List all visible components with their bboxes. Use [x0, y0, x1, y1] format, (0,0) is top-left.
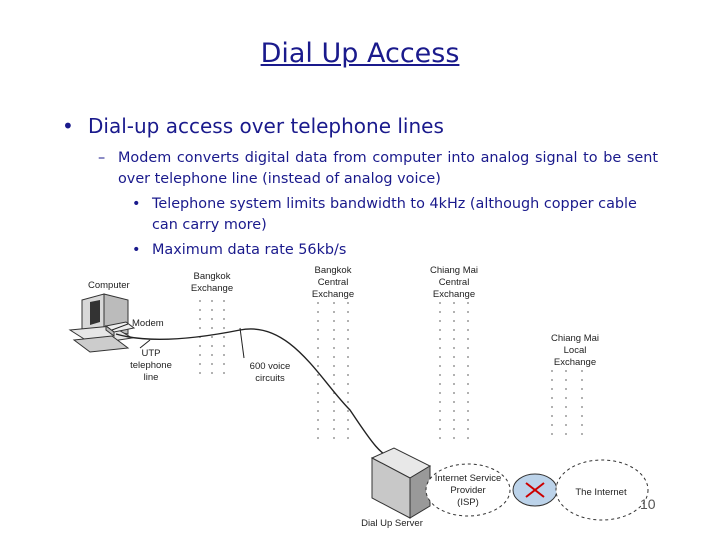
bangkok-exchange-label-1: Bangkok: [194, 271, 231, 282]
chiangmai-local-label-2: Local: [564, 345, 587, 356]
bangkok-central-label-1: Bangkok: [315, 265, 352, 276]
internet-label: The Internet: [575, 487, 627, 498]
isp-label-1: Internet Service: [435, 473, 502, 484]
bangkok-exchange-label-2: Exchange: [191, 283, 233, 294]
voice-circuits-label-1: 600 voice: [250, 361, 291, 372]
bangkok-central-label-2: Central: [318, 277, 349, 288]
page-number: 10: [640, 496, 656, 512]
utp-label-2: telephone: [130, 360, 172, 371]
dialup-server-icon: [370, 447, 432, 519]
dialup-server-label: Dial Up Server: [361, 518, 423, 529]
sub-sub-bullet-text: Maximum data rate 56kb/s: [152, 242, 347, 258]
sub-bullet-text: Modem converts digital data from compute…: [118, 150, 658, 187]
isp-label-2: Provider: [450, 485, 485, 496]
chiangmai-local-label-3: Exchange: [554, 357, 596, 368]
utp-label-3: line: [144, 372, 159, 383]
isp-cloud-icon: [425, 463, 511, 517]
bullet-dot: •: [62, 114, 74, 138]
router-icon: [512, 473, 558, 507]
voice-circuits-label-2: circuits: [255, 373, 285, 384]
main-bullet-text: Dial-up access over telephone lines: [88, 114, 444, 138]
sub-sub-bullet-text: Telephone system limits bandwidth to 4kH…: [152, 196, 637, 233]
chiangmai-central-shape: [439, 302, 469, 440]
chiangmai-central-label-1: Chiang Mai: [430, 265, 478, 276]
bangkok-central-shape: [317, 302, 349, 440]
bullet-dot: •: [132, 242, 141, 258]
computer-label: Computer: [88, 280, 130, 291]
bullet-dot: •: [132, 196, 141, 212]
chiangmai-central-label-3: Exchange: [433, 289, 475, 300]
bangkok-central-label-3: Exchange: [312, 289, 354, 300]
dash-marker: –: [98, 150, 106, 166]
chiangmai-central-label-2: Central: [439, 277, 470, 288]
utp-telephone-line: [115, 328, 399, 463]
slide-title: Dial Up Access: [260, 38, 460, 69]
bangkok-exchange-shape: [199, 300, 225, 375]
internet-cloud-icon: [555, 459, 649, 521]
modem-label: Modem: [132, 318, 164, 329]
isp-label-3: (ISP): [457, 497, 479, 508]
chiangmai-local-shape: [551, 370, 583, 440]
utp-label-1: UTP: [142, 348, 161, 359]
chiangmai-local-label-1: Chiang Mai: [551, 333, 599, 344]
